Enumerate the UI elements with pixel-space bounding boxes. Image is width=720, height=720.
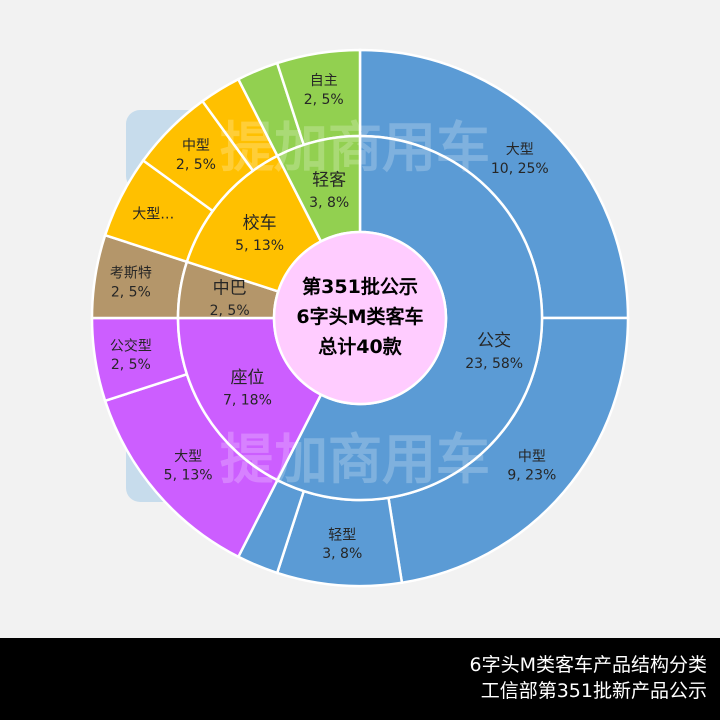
watermark-overlay-text: 提加商用车	[220, 116, 490, 179]
sunburst-chart-svg: 提加商用车Tijia Autostudio提加商用车Tijia Autostud…	[90, 48, 630, 588]
sunburst-chart: 提加商用车Tijia Autostudio提加商用车Tijia Autostud…	[90, 48, 630, 588]
outer-ring	[90, 48, 630, 588]
center-circle	[272, 230, 448, 406]
center-title-line: 第351批公示	[302, 275, 418, 298]
center-title-line: 总计40款	[318, 335, 402, 358]
center-title-line: 6字头M类客车	[296, 305, 423, 328]
watermark-overlay-text: 提加商用车	[220, 428, 490, 491]
footer-bar: 6字头M类客车产品结构分类 工信部第351批新产品公示	[0, 638, 720, 720]
footer-title: 6字头M类客车产品结构分类	[469, 654, 707, 676]
footer-subtitle: 工信部第351批新产品公示	[480, 680, 707, 702]
inner-ring	[176, 134, 544, 502]
outer-segment-label: 大型…	[132, 207, 174, 223]
